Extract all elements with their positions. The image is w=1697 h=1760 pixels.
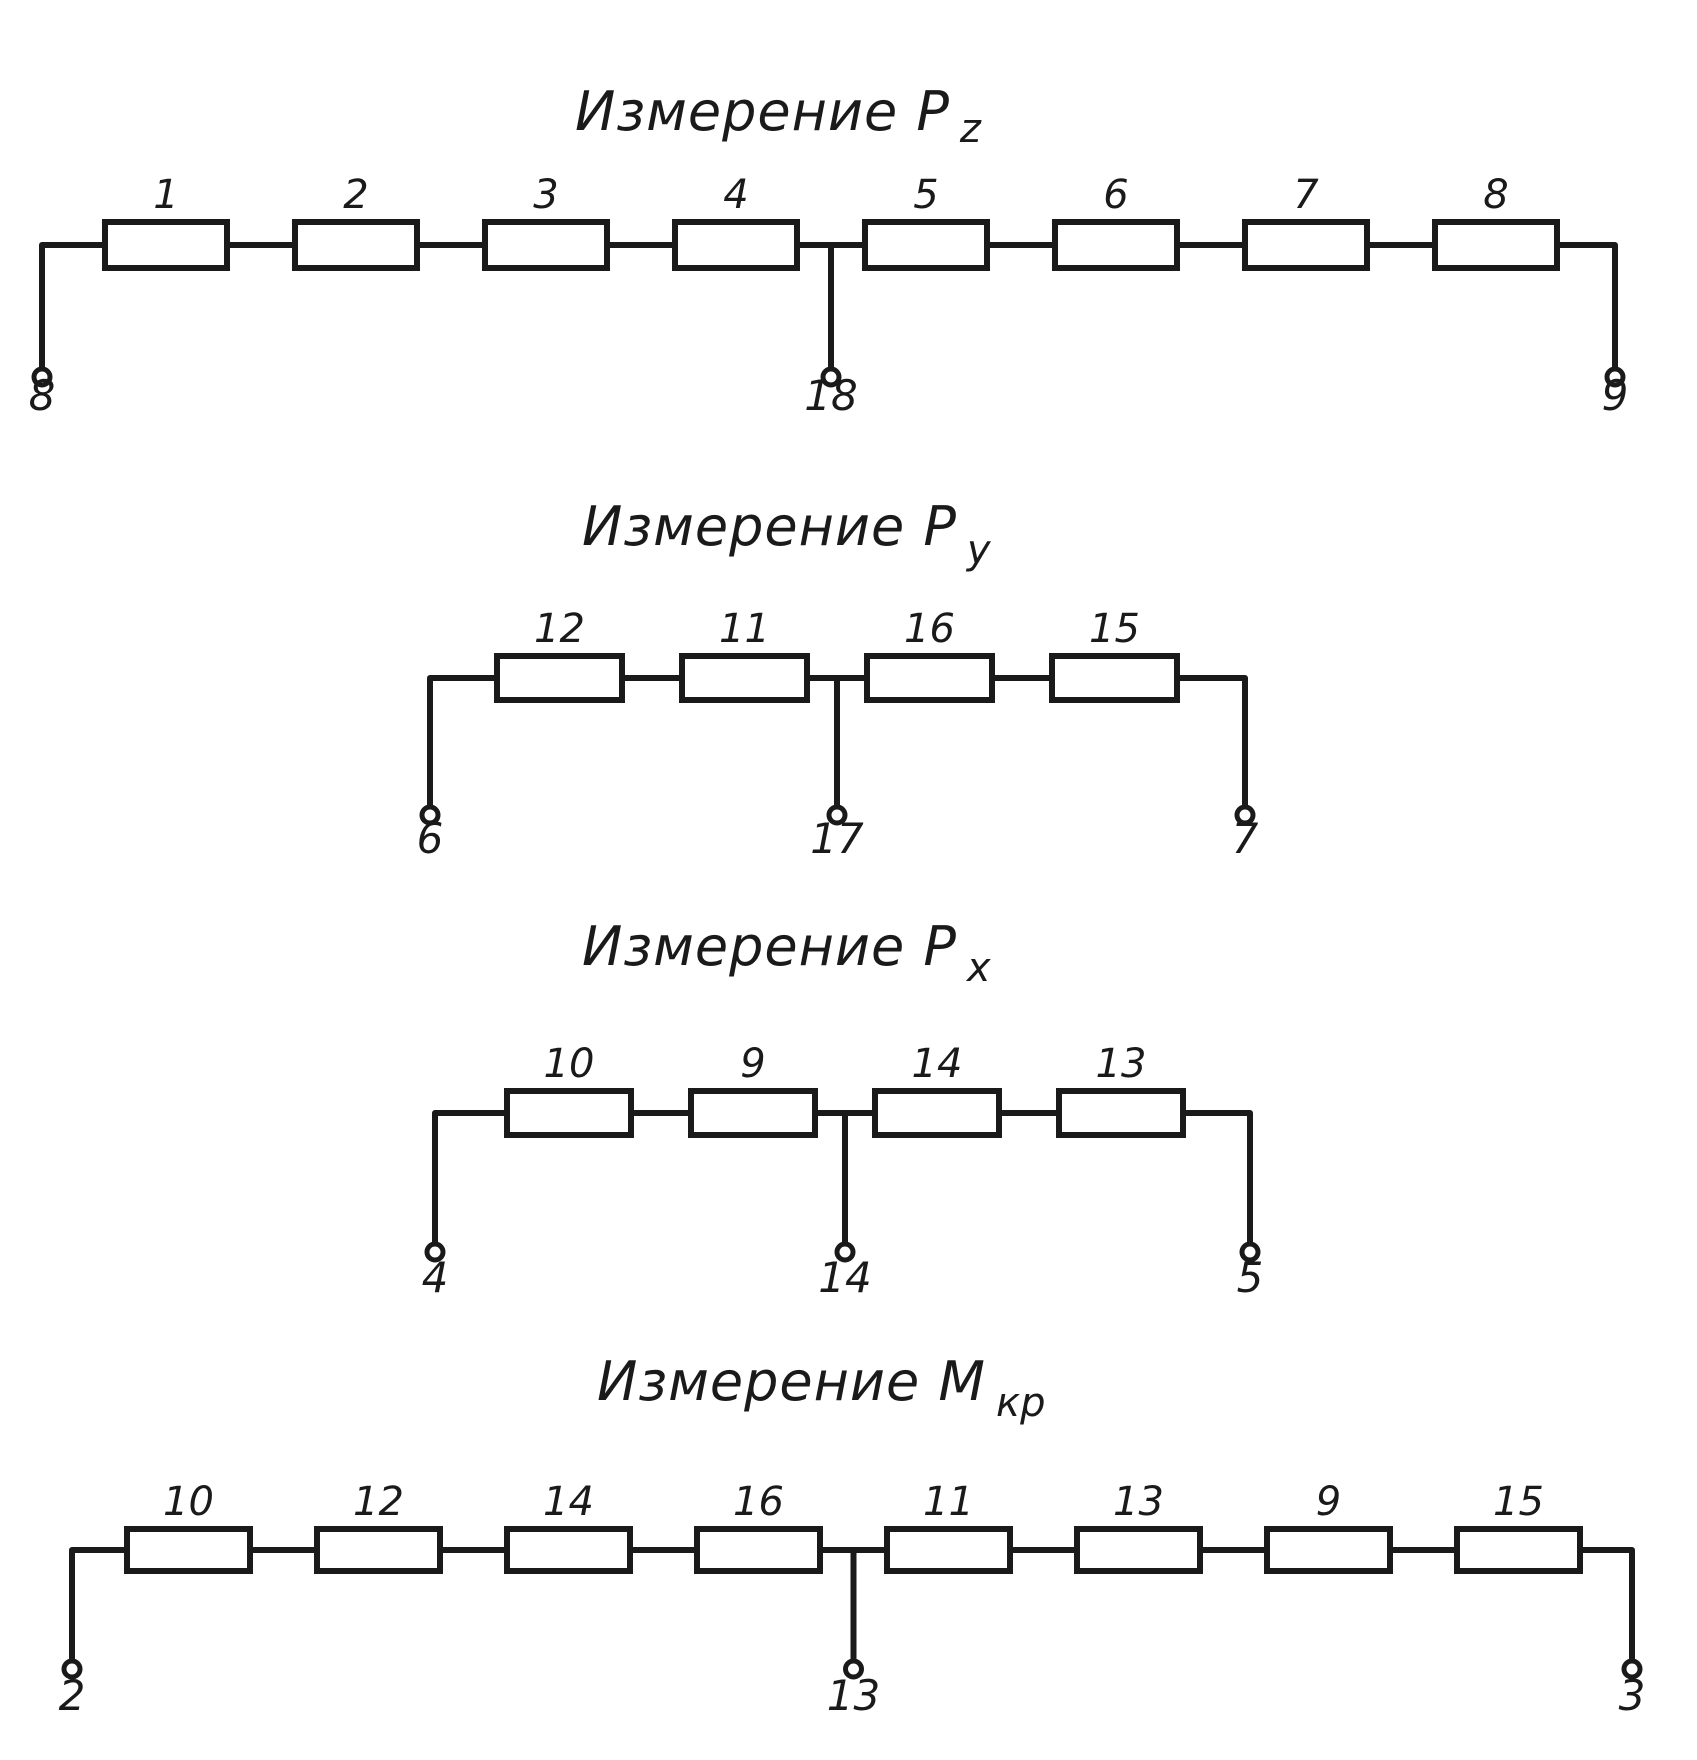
- terminal-left: [61, 1658, 83, 1680]
- terminal-left: [424, 1241, 446, 1263]
- resistor: [872, 1088, 1002, 1138]
- diagram-title: Измерение P: [582, 495, 957, 558]
- terminal-right-label: 5: [1237, 1253, 1264, 1302]
- resistor: [124, 1526, 253, 1574]
- diagram-title-subscript: z: [959, 106, 982, 152]
- terminal-middle-label: 18: [804, 371, 857, 420]
- resistor: [1432, 219, 1560, 271]
- resistor: [1264, 1526, 1393, 1574]
- resistor: [314, 1526, 443, 1574]
- resistor: [864, 653, 995, 703]
- resistor: [1454, 1526, 1583, 1574]
- resistor: [494, 653, 625, 703]
- resistor: [1049, 653, 1180, 703]
- resistor-label: 14: [912, 1041, 963, 1087]
- terminal-middle: [826, 804, 848, 826]
- resistor-label: 10: [163, 1479, 214, 1525]
- resistor-label: 15: [1493, 1479, 1544, 1525]
- terminal-middle-label: 17: [810, 814, 864, 863]
- terminal-middle: [843, 1658, 864, 1680]
- diagram-title-subscript: x: [965, 945, 991, 991]
- terminal-right: [1234, 804, 1256, 826]
- terminal-left: [31, 366, 53, 388]
- resistor-label: 8: [1483, 172, 1508, 218]
- resistor-label: 16: [904, 606, 955, 652]
- resistor: [694, 1526, 823, 1574]
- resistor-label: 12: [353, 1479, 404, 1525]
- terminal-middle: [834, 1241, 856, 1263]
- resistor: [504, 1526, 633, 1574]
- resistor-label: 16: [733, 1479, 784, 1525]
- resistor-label: 12: [534, 606, 585, 652]
- terminal-right: [1604, 366, 1626, 388]
- terminal-right: [1239, 1241, 1261, 1263]
- resistor-label: 3: [533, 172, 558, 218]
- terminal-right-label: 9: [1602, 371, 1629, 420]
- diagram-title: Измерение M: [597, 1350, 986, 1413]
- resistor-label: 10: [544, 1041, 595, 1087]
- terminal-middle-label: 13: [827, 1671, 880, 1720]
- resistor: [688, 1088, 818, 1138]
- terminal-middle: [820, 366, 842, 388]
- resistor-label: 13: [1113, 1479, 1164, 1525]
- resistor: [292, 219, 420, 271]
- resistor-label: 11: [719, 606, 770, 652]
- resistor-label: 6: [1103, 172, 1128, 218]
- resistor-label: 15: [1089, 606, 1140, 652]
- resistor-label: 14: [543, 1479, 594, 1525]
- resistor-label: 5: [913, 172, 938, 218]
- terminal-left: [419, 804, 441, 826]
- resistor-label: 1: [153, 172, 178, 218]
- resistor: [1056, 1088, 1186, 1138]
- terminal-left-label: 2: [59, 1671, 86, 1720]
- resistor: [504, 1088, 634, 1138]
- resistor-label: 7: [1293, 172, 1319, 218]
- terminal-left-label: 8: [29, 371, 56, 420]
- resistor: [1074, 1526, 1203, 1574]
- terminal-right-label: 7: [1232, 814, 1259, 863]
- terminal-left-label: 6: [417, 814, 444, 863]
- resistor-label: 2: [343, 172, 368, 218]
- diagram-title-subscript: y: [966, 527, 992, 573]
- terminal-right-label: 3: [1619, 1671, 1646, 1720]
- resistor-label: 4: [723, 172, 748, 218]
- resistor: [862, 219, 990, 271]
- resistor: [482, 219, 610, 271]
- resistor: [1052, 219, 1180, 271]
- resistor-label: 9: [1316, 1479, 1341, 1525]
- resistor: [102, 219, 230, 271]
- terminal-right: [1621, 1658, 1643, 1680]
- resistor: [679, 653, 810, 703]
- resistor: [1242, 219, 1370, 271]
- resistor: [672, 219, 800, 271]
- diagram-title: Измерение P: [582, 915, 957, 978]
- resistor: [884, 1526, 1013, 1574]
- diagram-title: Измерение P: [575, 80, 950, 143]
- diagram-title-subscript: кр: [996, 1380, 1046, 1426]
- resistor-label: 11: [923, 1479, 974, 1525]
- terminal-middle-label: 14: [818, 1253, 871, 1302]
- terminal-left-label: 4: [422, 1253, 449, 1302]
- resistor-label: 13: [1096, 1041, 1147, 1087]
- resistor-label: 9: [740, 1041, 765, 1087]
